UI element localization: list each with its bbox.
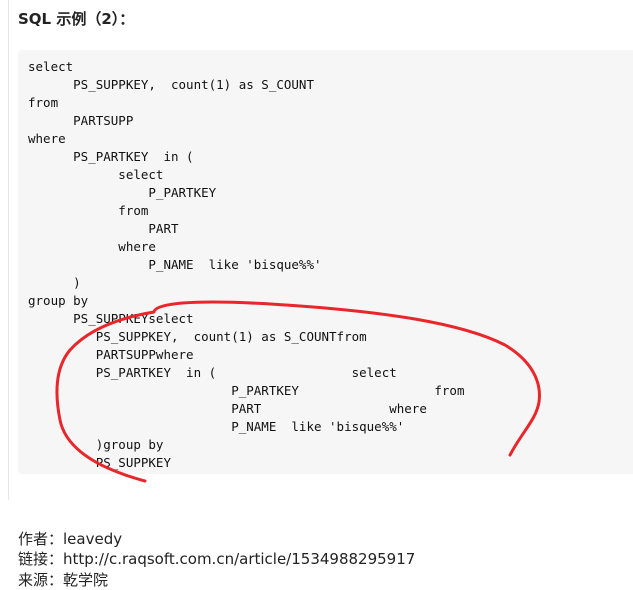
- code-line: PS_SUPPKEY: [28, 455, 171, 470]
- code-line: P_NAME like 'bisque%%': [28, 419, 405, 434]
- code-line: PARTSUPPwhere: [28, 347, 194, 362]
- code-line: select: [28, 167, 164, 182]
- author-label: 作者：: [18, 530, 64, 548]
- link-label: 链接：: [18, 550, 64, 568]
- code-line: PS_PARTKEY in (: [28, 149, 194, 164]
- code-line: where: [28, 131, 66, 146]
- code-line: PS_PARTKEY in ( select: [28, 365, 397, 380]
- source-label: 来源：: [18, 571, 64, 589]
- code-line: P_PARTKEY: [28, 185, 217, 200]
- sql-code-block: select PS_SUPPKEY, count(1) as S_COUNT f…: [28, 58, 465, 472]
- code-line: PS_SUPPKEYselect: [28, 311, 194, 326]
- code-line: ): [28, 275, 81, 290]
- code-line: PS_SUPPKEY, count(1) as S_COUNT: [28, 77, 314, 92]
- content-left-border: [8, 0, 9, 500]
- source-value: 乾学院: [63, 571, 109, 589]
- link-line: 链接：http://c.raqsoft.com.cn/article/15349…: [18, 548, 415, 569]
- source-line: 来源：乾学院: [18, 569, 108, 590]
- article-link[interactable]: http://c.raqsoft.com.cn/article/15349882…: [63, 550, 416, 568]
- code-line: PS_SUPPKEY, count(1) as S_COUNTfrom: [28, 329, 367, 344]
- code-line: PART where: [28, 401, 427, 416]
- code-line: select: [28, 59, 74, 74]
- code-line: group by: [28, 293, 89, 308]
- code-line: from: [28, 95, 59, 110]
- code-line: where: [28, 239, 156, 254]
- code-line: P_PARTKEY from: [28, 383, 465, 398]
- author-value: leavedy: [63, 530, 123, 548]
- code-line: )group by: [28, 437, 164, 452]
- code-line: from: [28, 203, 149, 218]
- code-line: P_NAME like 'bisque%%': [28, 257, 322, 272]
- code-line: PART: [28, 221, 179, 236]
- author-line: 作者：leavedy: [18, 528, 122, 549]
- code-line: PARTSUPP: [28, 113, 134, 128]
- section-heading: SQL 示例（2）：: [18, 10, 135, 28]
